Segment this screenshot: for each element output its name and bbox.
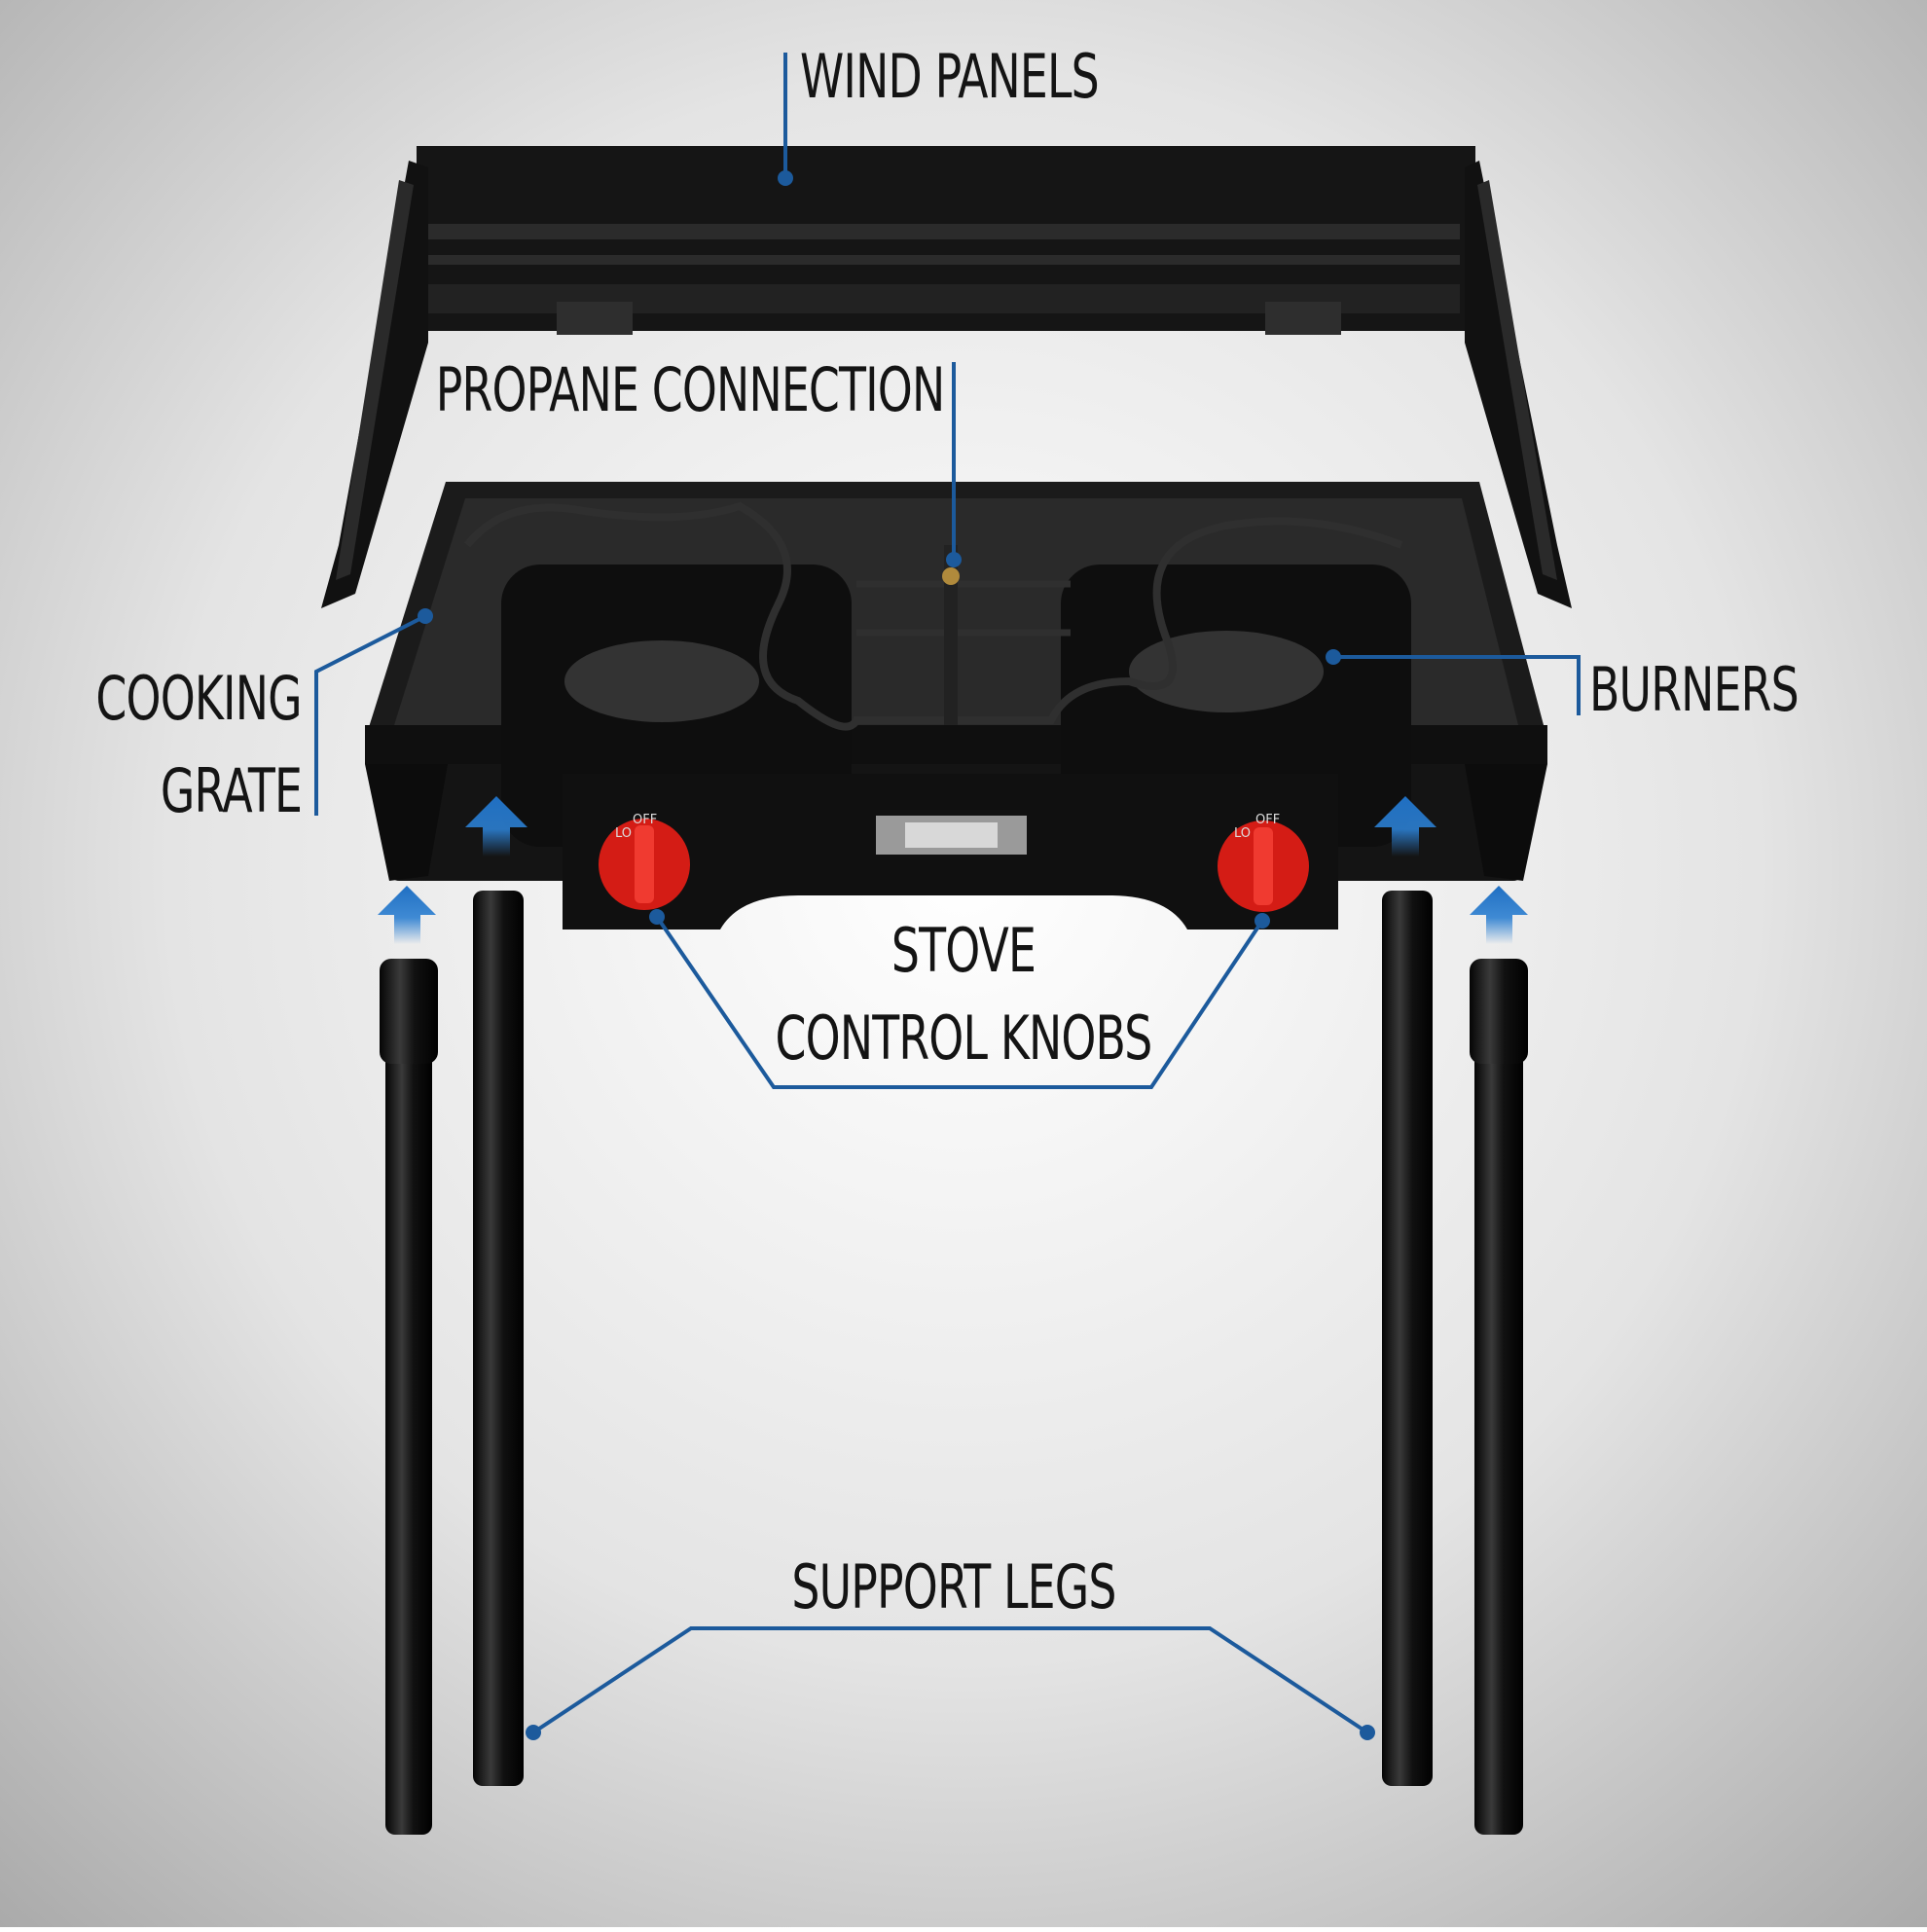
knob-off-right: OFF (1255, 813, 1280, 827)
assembly-arrows (378, 796, 1528, 944)
label-propane-connection: PROPANE CONNECTION (435, 354, 944, 425)
label-support-legs: SUPPORT LEGS (791, 1551, 1116, 1622)
leg-1 (385, 959, 432, 1835)
arrow-icon (1374, 796, 1436, 857)
label-cooking-line2: GRATE (160, 755, 303, 826)
leg-3 (1382, 891, 1433, 1786)
knob-lo-right: LO (1234, 826, 1251, 841)
label-stove-line2: CONTROL KNOBS (775, 1002, 1153, 1074)
leg-2 (473, 891, 524, 1786)
callout-lines (314, 53, 1581, 1734)
label-wind-panels: WIND PANELS (800, 41, 1100, 112)
leg-4 (1474, 959, 1523, 1835)
arrow-icon (1470, 886, 1528, 944)
callout-cooking-grate (314, 614, 426, 816)
left-knob: LO OFF (599, 813, 690, 910)
knob-off-left: OFF (633, 813, 657, 827)
label-cooking-line1: COOKING (95, 663, 303, 734)
label-stove-line1: STOVE (891, 915, 1036, 986)
knob-lo-left: LO (615, 826, 632, 841)
callout-dots (418, 170, 1375, 1740)
callout-stove-knobs (655, 915, 1264, 1089)
arrow-icon (378, 886, 436, 944)
right-knob: LO OFF (1218, 813, 1309, 912)
label-burners: BURNERS (1589, 654, 1800, 725)
callout-burners (1333, 655, 1581, 715)
wind-panels (321, 146, 1572, 608)
callout-support-legs (531, 1626, 1369, 1734)
support-legs (380, 891, 1528, 1835)
arrow-icon (465, 796, 527, 857)
stove-body: LO OFF LO OFF (365, 482, 1547, 930)
